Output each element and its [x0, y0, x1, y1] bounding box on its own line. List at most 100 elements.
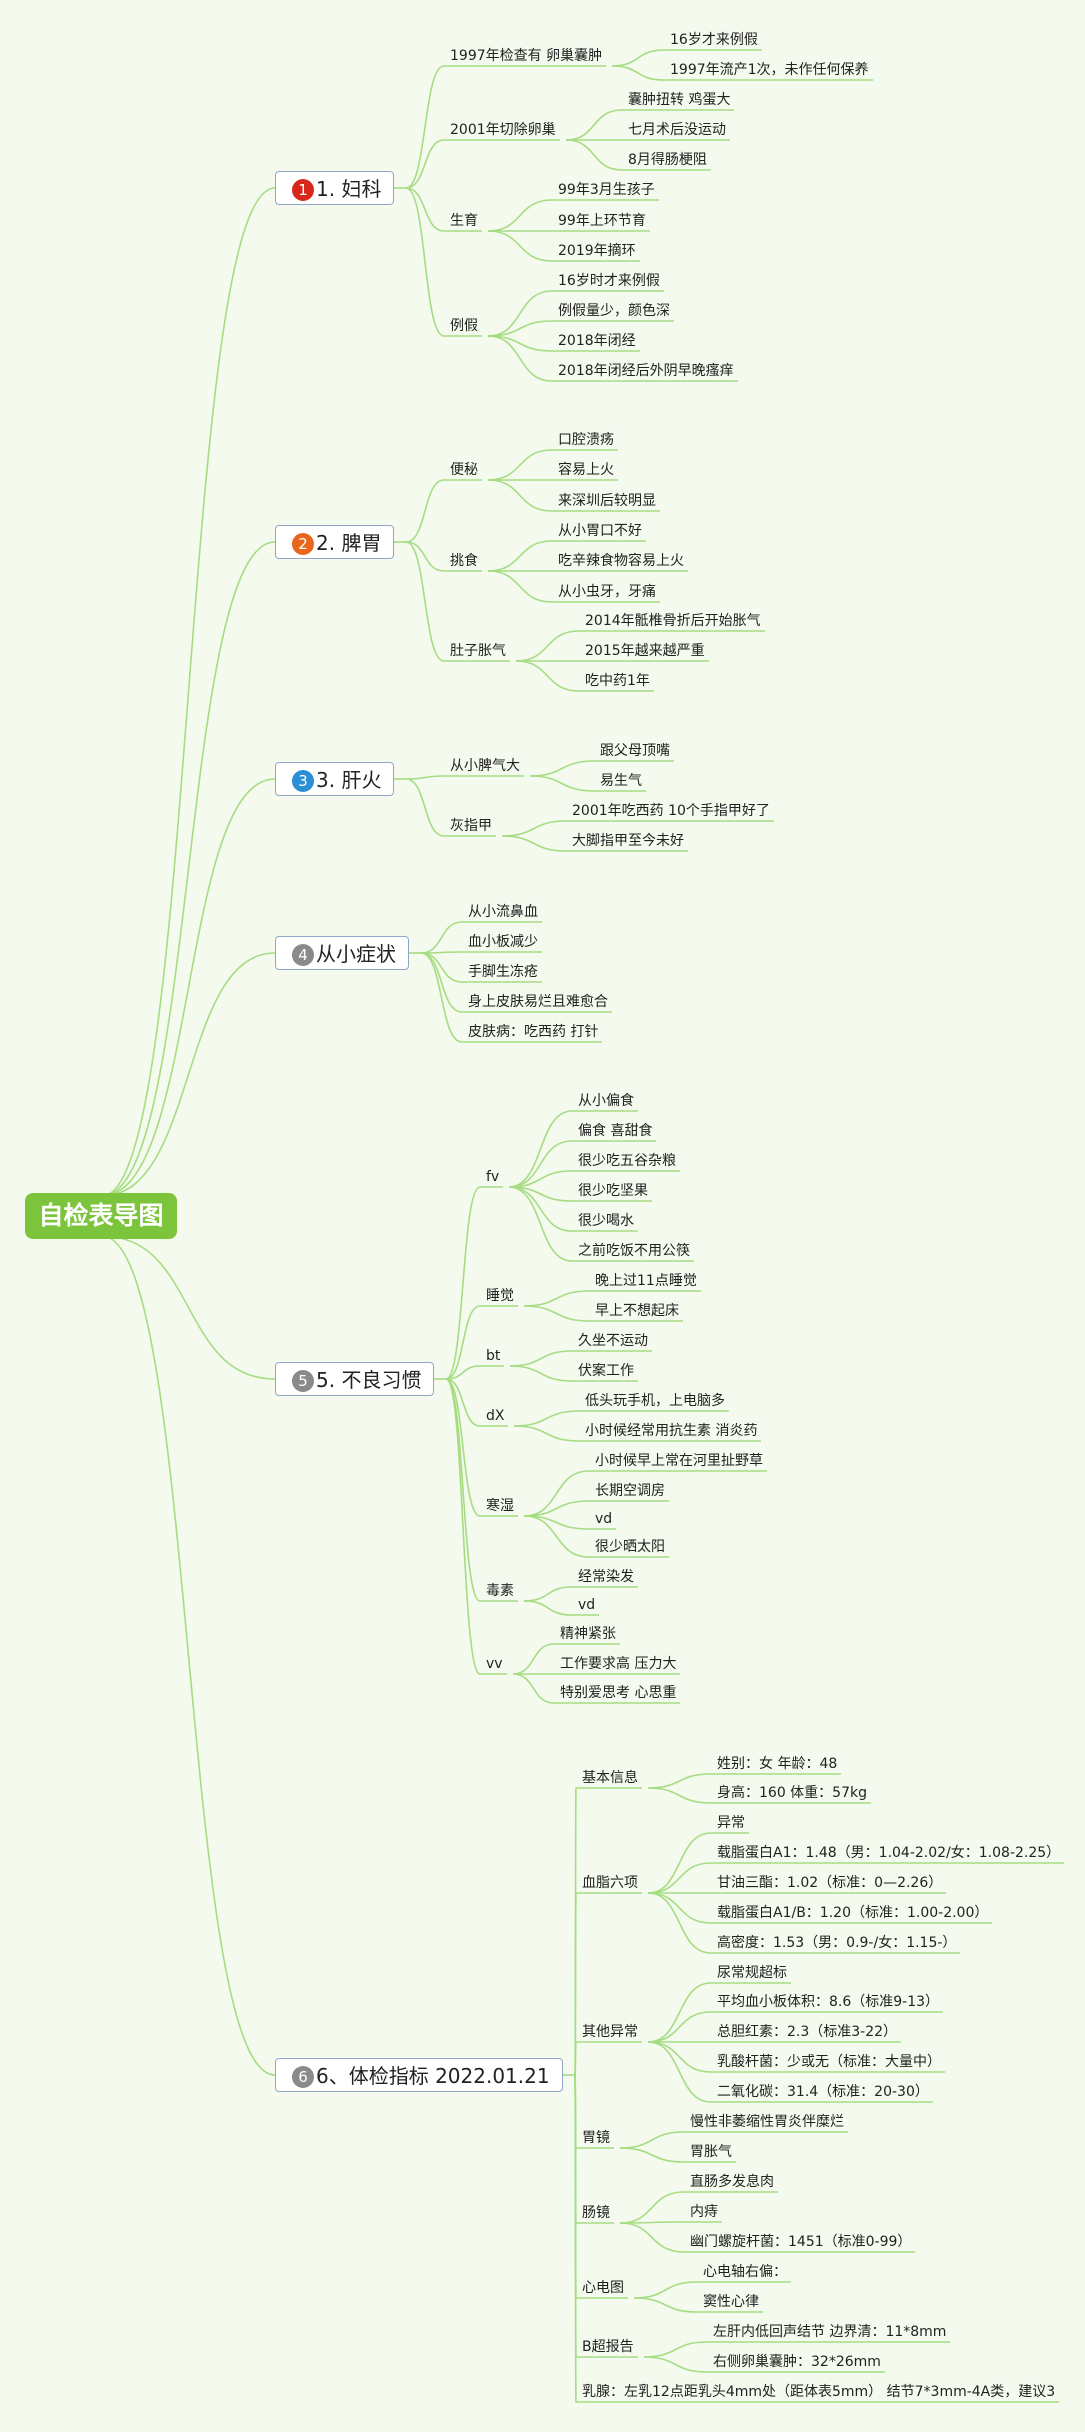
subtopic-label[interactable]: 胃镜: [582, 2130, 610, 2146]
leaf-label[interactable]: 身高：160 体重：57kg: [717, 1785, 867, 1801]
leaf-label[interactable]: 很少吃五谷杂粮: [578, 1153, 676, 1169]
subtopic-label[interactable]: 2001年切除卵巢: [450, 122, 556, 138]
leaf-label[interactable]: 2018年闭经: [558, 333, 636, 349]
leaf-label[interactable]: 很少吃坚果: [578, 1183, 648, 1199]
leaf-label[interactable]: 特别爱思考 心思重: [560, 1685, 677, 1701]
leaf-label[interactable]: 偏食 喜甜食: [578, 1123, 653, 1139]
leaf-label[interactable]: 晚上过11点睡觉: [595, 1273, 697, 1289]
leaf-label[interactable]: 尿常规超标: [717, 1965, 787, 1981]
leaf-label[interactable]: 载脂蛋白A1/B：1.20（标准：1.00-2.00）: [717, 1905, 989, 1921]
subtopic-label[interactable]: 乳腺：左乳12点距乳头4mm处（距体表5mm） 结节7*3mm-4A类，建议3: [582, 2384, 1056, 2400]
subtopic-label[interactable]: 肚子胀气: [450, 643, 506, 659]
leaf-label[interactable]: vd: [578, 1597, 596, 1613]
leaf-label[interactable]: 2018年闭经后外阴早晚瘙痒: [558, 363, 734, 379]
leaf-label[interactable]: 来深圳后较明显: [558, 493, 656, 509]
leaf-label[interactable]: 大脚指甲至今未好: [572, 833, 684, 849]
leaf-label[interactable]: 长期空调房: [595, 1483, 665, 1499]
leaf-label[interactable]: 之前吃饭不用公筷: [578, 1243, 690, 1259]
leaf-label[interactable]: 低头玩手机，上电脑多: [585, 1393, 725, 1409]
subtopic-label[interactable]: fv: [486, 1169, 500, 1185]
leaf-label[interactable]: 1997年流产1次，未作任何保养: [670, 62, 869, 78]
leaf-label[interactable]: 伏案工作: [578, 1363, 634, 1379]
subtopic-label[interactable]: 毒素: [486, 1583, 514, 1599]
leaf-label[interactable]: 8月得肠梗阻: [628, 152, 707, 168]
leaf-label[interactable]: 二氧化碳：31.4（标准：20-30）: [717, 2084, 929, 2100]
leaf-label[interactable]: 小时候经常用抗生素 消炎药: [585, 1423, 758, 1439]
leaf-label[interactable]: 幽门螺旋杆菌：1451（标准0-99）: [690, 2234, 912, 2250]
leaf-label[interactable]: 囊肿扭转 鸡蛋大: [628, 92, 731, 108]
leaf-label[interactable]: 内痔: [690, 2204, 718, 2220]
leaf-label[interactable]: 工作要求高 压力大: [560, 1656, 677, 1672]
leaf-label[interactable]: 小时候早上常在河里扯野草: [595, 1453, 763, 1469]
subtopic-label[interactable]: 身上皮肤易烂且难愈合: [468, 994, 608, 1010]
leaf-label[interactable]: 七月术后没运动: [628, 122, 726, 138]
subtopic-label[interactable]: B超报告: [582, 2339, 634, 2355]
leaf-label[interactable]: 久坐不运动: [578, 1333, 648, 1349]
leaf-label[interactable]: 胃胀气: [690, 2144, 732, 2160]
subtopic-label[interactable]: 便秘: [450, 462, 478, 478]
leaf-label[interactable]: 2015年越来越严重: [585, 643, 705, 659]
subtopic-label[interactable]: 血脂六项: [582, 1875, 638, 1891]
leaf-label[interactable]: vd: [595, 1511, 613, 1527]
leaf-label[interactable]: 2001年吃西药 10个手指甲好了: [572, 803, 770, 819]
leaf-label[interactable]: 跟父母顶嘴: [600, 743, 670, 759]
leaf-label[interactable]: 2014年骶椎骨折后开始胀气: [585, 613, 761, 629]
leaf-label[interactable]: 甘油三酯：1.02（标准：0—2.26）: [717, 1875, 943, 1891]
leaf-label[interactable]: 早上不想起床: [595, 1303, 679, 1319]
root-topic[interactable]: 自检表导图: [25, 1193, 177, 1239]
leaf-label[interactable]: 例假量少，颜色深: [558, 303, 670, 319]
leaf-label[interactable]: 总胆红素：2.3（标准3-22）: [717, 2024, 898, 2040]
leaf-label[interactable]: 很少晒太阳: [595, 1539, 665, 1555]
leaf-label[interactable]: 经常染发: [578, 1569, 634, 1585]
leaf-label[interactable]: 易生气: [600, 773, 642, 789]
subtopic-label[interactable]: 血小板减少: [468, 934, 538, 950]
leaf-label[interactable]: 乳酸杆菌：少或无（标准：大量中）: [717, 2054, 941, 2070]
leaf-label[interactable]: 左肝内低回声结节 边界清：11*8mm: [713, 2324, 947, 2340]
subtopic-label[interactable]: 睡觉: [486, 1288, 514, 1304]
subtopic-label[interactable]: 例假: [450, 318, 478, 334]
leaf-label[interactable]: 平均血小板体积：8.6（标准9-13）: [717, 1994, 940, 2010]
leaf-label[interactable]: 容易上火: [558, 462, 614, 478]
subtopic-label[interactable]: 从小脾气大: [450, 758, 520, 774]
leaf-label[interactable]: 从小虫牙，牙痛: [558, 584, 656, 600]
leaf-label[interactable]: 吃辛辣食物容易上火: [558, 553, 684, 569]
leaf-label[interactable]: 右侧卵巢囊肿：32*26mm: [713, 2354, 881, 2370]
subtopic-label[interactable]: 其他异常: [582, 2024, 638, 2040]
subtopic-label[interactable]: 从小流鼻血: [468, 904, 538, 920]
subtopic-label[interactable]: 灰指甲: [450, 818, 492, 834]
leaf-label[interactable]: 从小胃口不好: [558, 523, 642, 539]
subtopic-label[interactable]: 心电图: [582, 2280, 624, 2296]
subtopic-label[interactable]: 皮肤病：吃西药 打针: [468, 1024, 599, 1040]
leaf-label[interactable]: 16岁时才来例假: [558, 273, 660, 289]
leaf-label[interactable]: 心电轴右偏：: [703, 2264, 787, 2280]
leaf-label[interactable]: 很少喝水: [578, 1213, 634, 1229]
subtopic-label[interactable]: 挑食: [450, 553, 478, 569]
leaf-label[interactable]: 口腔溃疡: [558, 432, 614, 448]
leaf-label[interactable]: 2019年摘环: [558, 243, 636, 259]
subtopic-label[interactable]: vv: [486, 1656, 503, 1672]
leaf-label[interactable]: 99年上环节育: [558, 213, 646, 229]
subtopic-label[interactable]: 寒湿: [486, 1498, 514, 1514]
leaf-label[interactable]: 16岁才来例假: [670, 32, 758, 48]
leaf-label[interactable]: 异常: [717, 1815, 745, 1831]
leaf-label[interactable]: 窦性心律: [703, 2294, 759, 2310]
leaf-label[interactable]: 精神紧张: [560, 1626, 616, 1642]
subtopic-label[interactable]: 1997年检查有 卵巢囊肿: [450, 48, 603, 64]
leaf-label[interactable]: 吃中药1年: [585, 673, 650, 689]
leaf-label[interactable]: 高密度：1.53（男：0.9-/女：1.15-）: [717, 1935, 957, 1951]
leaf-label[interactable]: 99年3月生孩子: [558, 182, 655, 198]
subtopic-label[interactable]: 手脚生冻疮: [468, 964, 538, 980]
leaf-label[interactable]: 直肠多发息肉: [690, 2174, 774, 2190]
leaf-label[interactable]: 从小偏食: [578, 1093, 634, 1109]
subtopic-label[interactable]: bt: [486, 1348, 501, 1364]
subtopic-label[interactable]: dX: [486, 1408, 505, 1424]
leaf-label[interactable]: 载脂蛋白A1：1.48（男：1.04-2.02/女：1.08-2.25）: [717, 1845, 1061, 1861]
leaf-label[interactable]: 姓别：女 年龄：48: [717, 1756, 838, 1772]
subtopic-label[interactable]: 肠镜: [582, 2205, 610, 2221]
subtopic-label[interactable]: 生育: [450, 213, 478, 229]
